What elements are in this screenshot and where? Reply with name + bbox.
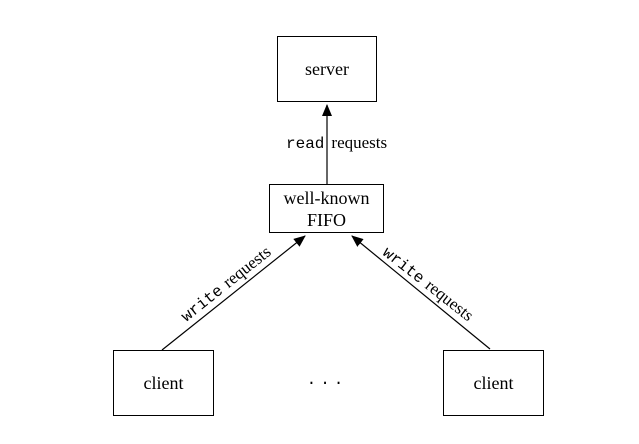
fifo-label-line2: FIFO	[306, 209, 346, 230]
write-requests-arrow-right	[351, 235, 491, 350]
clients-ellipsis: ...	[306, 371, 348, 389]
well-known-fifo-box: well-known FIFO	[269, 184, 384, 233]
write-requests-arrow-left	[161, 235, 306, 351]
client-box-left: client	[113, 350, 214, 416]
client-box-right: client	[443, 350, 544, 416]
server-box: server	[277, 36, 377, 102]
server-label: server	[305, 59, 349, 79]
client-right-label: client	[473, 373, 514, 393]
fifo-label-line1: well-known	[283, 187, 370, 208]
client-left-label: client	[143, 373, 184, 393]
read-requests-noun: requests	[331, 133, 388, 152]
read-requests-label: read requests	[286, 133, 387, 153]
read-requests-verb: read	[286, 135, 325, 153]
